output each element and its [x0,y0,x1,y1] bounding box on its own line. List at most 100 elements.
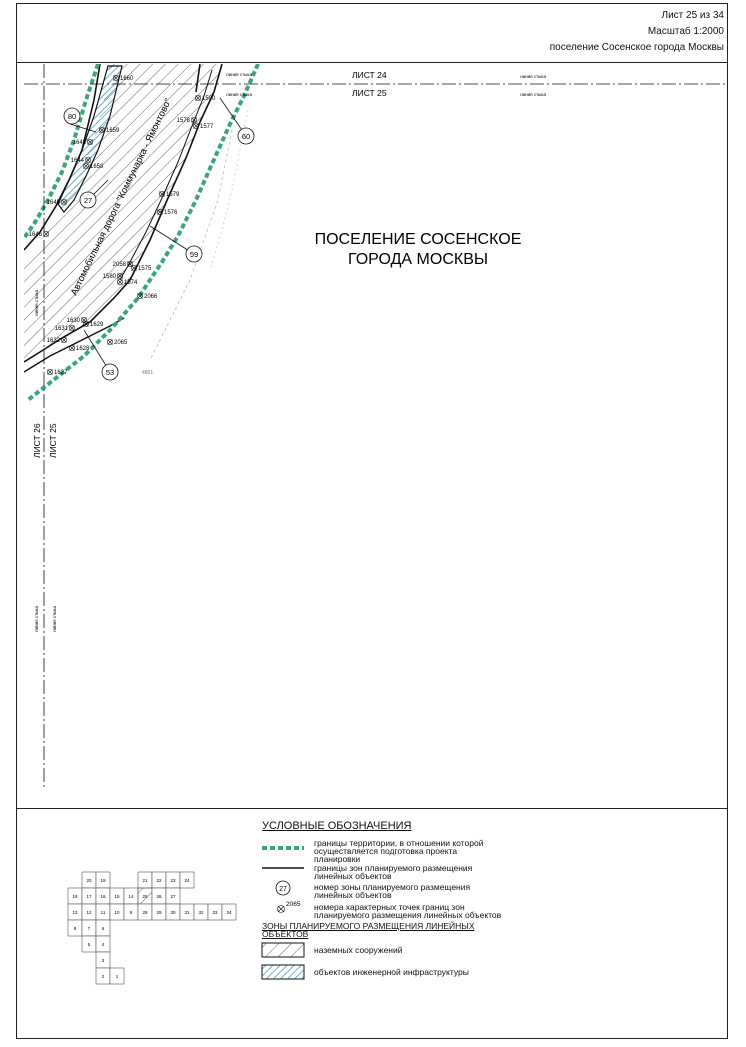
boundary-point-label: 1578 [177,118,191,124]
junction-label: линия стыка [520,92,546,97]
boundary-point-marker: 1660 [113,75,134,82]
boundary-point-label: 1628 [76,346,90,352]
sheet-index-cell: 26 [151,887,167,905]
legend-zone-infra: объектов инженерной инфраструктуры [314,967,469,977]
zone-number-marker: 60 [237,127,255,145]
sheet-index-number: 30 [170,910,176,915]
sheet-index-number: 31 [184,910,190,915]
sheet-current-vertical-label: ЛИСТ 25 [48,423,58,458]
relief-line [149,129,233,361]
legend-infra-zone-swatch [261,964,305,980]
boundary-point-marker: 1643 [73,139,93,146]
region-label-line1: ПОСЕЛЕНИЕ СОСЕНСКОЕ [315,231,522,248]
relief-line [209,109,249,271]
sheet-index-number: 29 [156,910,162,915]
sheet-index-cell: 3 [95,951,111,969]
sheet-index-cell: 23 [165,871,181,889]
sheet-index-cell: 6 [95,919,111,937]
sheet-frame [16,3,728,1039]
sheet-index-number: 20 [86,878,92,883]
sheet-index-cell: 16 [95,887,111,905]
boundary-point-marker: 1627 [47,369,68,376]
sheet-index-number: 26 [156,894,162,899]
sheet-index-number: 21 [142,878,148,883]
sheet-index-number: 5 [88,942,91,947]
sheet-index-cell: 24 [179,871,195,889]
boundary-point-marker: 1579 [159,191,180,198]
sheet-index-cell: 32 [193,903,209,921]
boundary-point-label: 1627 [54,370,68,376]
header-separator [16,62,728,63]
boundary-point-marker: 2066 [137,293,158,300]
junction-label: линия стыка [520,74,546,79]
sheet-index-cell: 8 [67,919,83,937]
sheet-index-cell: 10 [109,903,125,921]
area-name: поселение Сосенское города Москвы [549,42,724,53]
boundary-point-label: 1646 [29,232,43,238]
boundary-point-marker: 1575 [131,265,152,272]
sheet-index-number: 28 [142,910,148,915]
boundary-point-label: 1576 [164,210,178,216]
sheet-index-cell: 9 [123,903,139,921]
boundary-point-label: 1579 [166,192,180,198]
sheet-index-cell: 19 [95,871,111,889]
legend-item-point-number: номера характерных точек границ зон план… [314,902,502,920]
zone-number-label: 80 [68,112,76,121]
boundary-point-label: 1629 [90,322,104,328]
boundary-point-marker: 1659 [99,127,120,134]
zone-number-label: 59 [190,250,198,259]
sheet-index-cell: 27 [165,887,181,905]
sheet-index-cell: 4 [95,935,111,953]
boundary-point-marker: 1658 [83,163,104,170]
boundary-point-marker: 2065 [107,339,128,346]
sheet-index-cell: 1 [109,967,125,985]
sheet-index-number: 1 [116,974,119,979]
boundary-point-marker: 1578 [177,117,197,124]
sheet-index-cell: 12 [81,903,97,921]
sheet-index-cell: 28 [137,903,153,921]
sheet-index-number: 25 [142,894,148,899]
boundary-point-marker: 1644 [71,157,91,164]
junction-label: линия стыка [34,606,39,632]
boundary-point-marker: 1645 [47,199,67,206]
sheet-index-number: 10 [114,910,120,915]
sheet-index-number: 13 [72,910,78,915]
region-label-line2: ГОРОДА МОСКВЫ [348,251,488,268]
junction-label: линия стыка [226,92,252,97]
boundary-point-label: 1660 [120,76,134,82]
boundary-point-label: 1590 [202,96,216,102]
sheet-index-number: 6 [102,926,105,931]
boundary-point-label: 1630 [67,318,81,324]
boundary-point-label: 1575 [138,266,152,272]
legend-zone-symbol: 27 [279,886,287,893]
sheet-index-number: 12 [86,910,92,915]
boundary-point-label: 1574 [124,280,138,286]
legend-item-zone-boundary: границы зон планируемого размещения лине… [314,863,473,881]
zone-number-marker: 80 [63,107,81,125]
sheet-index-number: 15 [114,894,120,899]
sheet-index-cell: 17 [81,887,97,905]
sheet-index-number: 18 [72,894,78,899]
legend-zone-circle [275,880,291,896]
boundary-point-marker: 1631 [55,325,75,332]
sheet-index-number: 8 [74,926,77,931]
zone-boundary-top [195,64,201,93]
sheet-number: Лист 25 из 34 [661,10,724,21]
junction-label: линия стыка [52,606,57,632]
sheet-index-cell: 7 [81,919,97,937]
sheet-index-number: 22 [156,878,162,883]
sheet-index-cell: 33 [207,903,223,921]
boundary-point-marker: 1632 [47,337,67,344]
boundary-point-marker: 1628 [69,345,90,352]
boundary-point-label: 1632 [47,338,61,344]
boundary-point-marker: 1574 [117,279,138,286]
sheet-index-cell: 31 [179,903,195,921]
sheet-index-number: 4 [102,942,105,947]
sheet-index-cell: 21 [137,871,153,889]
boundary-point-label: 2066 [144,294,158,300]
boundary-point-label: 1580 [103,274,117,280]
sheet-index-cell: 11 [95,903,111,921]
